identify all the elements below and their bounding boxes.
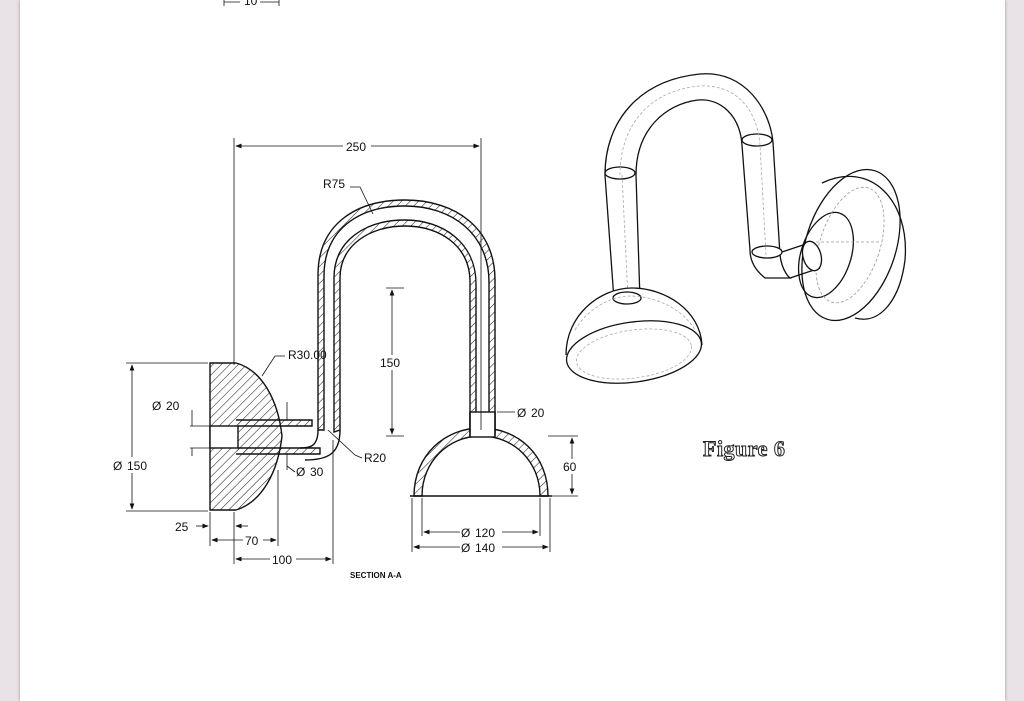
dim-60: 60 xyxy=(563,460,577,474)
top-cut-dimension: 10 xyxy=(223,0,280,8)
dim-100: 100 xyxy=(272,553,292,567)
dim-r30: R30.00 xyxy=(288,348,327,362)
dimension-labels: 250 R75 R30.00 150 Ø 20 Ø 20 Ø 150 Ø 30 … xyxy=(112,139,581,567)
dia-symbol-140: Ø xyxy=(461,541,470,555)
dim-dia-120: 120 xyxy=(475,526,495,540)
dia-symbol-30: Ø xyxy=(296,465,305,479)
dim-r20: R20 xyxy=(364,451,386,465)
dia-symbol-120: Ø xyxy=(461,526,470,540)
dim-150: 150 xyxy=(380,356,400,370)
dim-70: 70 xyxy=(245,534,259,548)
dim-dia-20-left: 20 xyxy=(166,399,180,413)
section-label: SECTION A-A xyxy=(350,571,402,580)
drawing-page xyxy=(20,0,1005,701)
dia-symbol-150: Ø xyxy=(113,459,122,473)
section-view xyxy=(209,199,552,511)
dia-symbol-20-left: Ø xyxy=(152,399,161,413)
dim-dia-30: 30 xyxy=(310,465,324,479)
dim-dia-20-right: 20 xyxy=(531,406,545,420)
figure-caption: Figure 6 xyxy=(702,436,786,462)
dim-r75: R75 xyxy=(323,177,345,191)
dim-dia-150: 150 xyxy=(127,459,147,473)
dimension-lines xyxy=(126,138,578,564)
dim-10: 10 xyxy=(244,0,258,8)
dia-symbol-20-right: Ø xyxy=(517,406,526,420)
dim-250: 250 xyxy=(346,140,366,154)
isometric-view xyxy=(565,73,907,384)
dim-25: 25 xyxy=(175,520,189,534)
dim-dia-140: 140 xyxy=(475,541,495,555)
